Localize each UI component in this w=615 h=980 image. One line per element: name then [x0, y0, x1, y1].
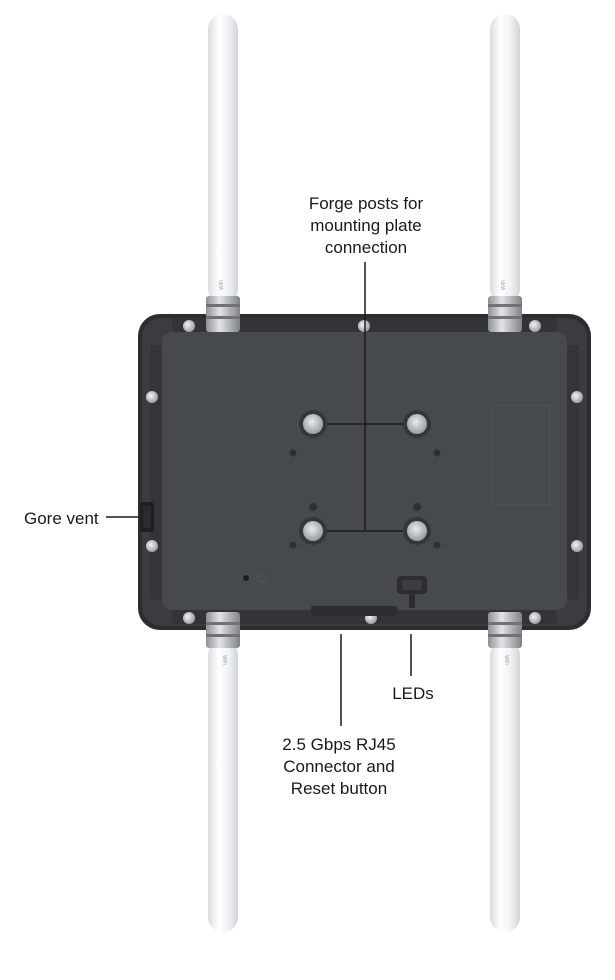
antenna-tag: WiFi: [503, 655, 509, 665]
screw: [146, 391, 158, 403]
forge-post: [299, 410, 327, 438]
antenna-connector-bottom-left: [206, 612, 240, 648]
mounting-hole: [433, 541, 441, 549]
antenna-top-left: WiFi: [208, 14, 238, 304]
screw: [146, 540, 158, 552]
forge-posts: [289, 410, 441, 549]
screw: [183, 320, 195, 332]
forge-post: [299, 517, 327, 545]
callout-line: LEDs: [392, 684, 434, 703]
callout-leds: LEDs: [385, 683, 441, 705]
housing-screws: [146, 320, 583, 624]
forge-post: [403, 517, 431, 545]
screw: [529, 612, 541, 624]
gore-vent: [140, 502, 154, 532]
callout-gore-vent: Gore vent: [24, 508, 99, 530]
antenna-tag: WiFi: [221, 655, 227, 665]
callout-line: Connector and: [283, 757, 395, 776]
leader-lines: [106, 262, 412, 726]
mounting-hole: [309, 503, 317, 511]
mounting-hole: [289, 449, 297, 457]
screw: [571, 391, 583, 403]
rj45-port: [311, 606, 397, 616]
mounting-hole: [289, 541, 297, 549]
forge-post: [403, 410, 431, 438]
indicator-mark: [257, 573, 267, 583]
led-indicator: [397, 576, 427, 608]
antenna-connector-top-left: [206, 296, 240, 332]
antenna-connector-top-right: [488, 296, 522, 332]
callout-line: Reset button: [290, 779, 388, 798]
antenna-tag: WiFi: [219, 280, 225, 290]
screw: [529, 320, 541, 332]
callout-line: Forge posts for: [308, 194, 424, 213]
screw: [358, 320, 370, 332]
screw: [183, 612, 195, 624]
callout-line: Gore vent: [24, 509, 99, 528]
screw: [571, 540, 583, 552]
antenna-tag: WiFi: [501, 280, 507, 290]
mounting-hole: [413, 503, 421, 511]
indicator-hole: [243, 575, 249, 581]
callout-forge-posts: Forge posts for mounting plate connectio…: [286, 193, 446, 259]
antenna-bottom-left: WiFi: [208, 640, 238, 932]
callout-line: connection: [324, 238, 408, 257]
callout-line: mounting plate: [310, 216, 422, 235]
antenna-top-right: WiFi: [490, 14, 520, 304]
callout-rj45: 2.5 Gbps RJ45 Connector and Reset button: [264, 734, 414, 800]
antenna-connector-bottom-right: [488, 612, 522, 648]
antenna-bottom-right: WiFi: [490, 640, 520, 932]
callout-line: 2.5 Gbps RJ45: [282, 735, 396, 754]
mounting-hole: [433, 449, 441, 457]
